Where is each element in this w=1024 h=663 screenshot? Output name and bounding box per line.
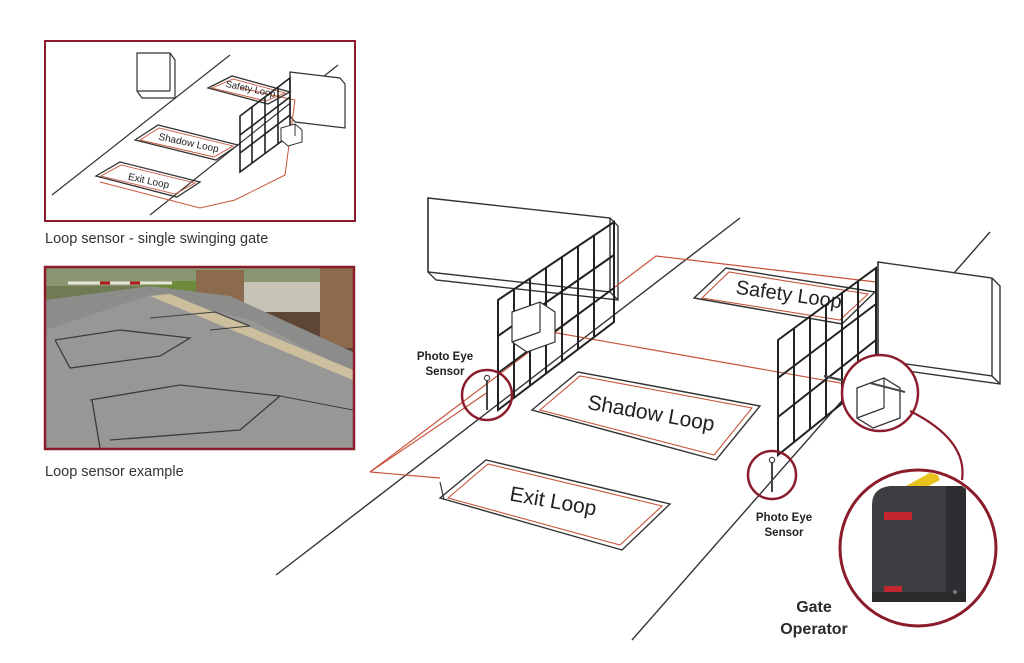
shadow-loop: Shadow Loop — [530, 371, 762, 461]
photo-eye-right-label-2: Sensor — [765, 527, 805, 539]
photo-eye-left — [460, 368, 514, 422]
inset-right-pillar — [289, 71, 346, 129]
gate-operator-photo — [838, 468, 998, 628]
photo-eye-right — [746, 449, 798, 501]
left-gate-operator-box — [511, 301, 556, 353]
gate-operator-label-1: Gate — [796, 599, 832, 616]
inset-left-pillar — [136, 52, 176, 99]
gate-operator-label-2: Operator — [780, 621, 848, 638]
inset-single-gate: Safety Loop Shadow Loop Exit Loop — [44, 40, 356, 222]
road-edge-left — [275, 217, 741, 576]
inset-gate — [239, 76, 291, 174]
photo-eye-left-label-1: Photo Eye — [417, 351, 473, 363]
right-pillar — [877, 261, 1001, 385]
inset-bottom-caption: Loop sensor example — [45, 464, 184, 480]
photo-eye-right-label-1: Photo Eye — [756, 512, 812, 524]
loop-sensor-photo — [43, 265, 356, 451]
exit-loop-label: Exit Loop — [508, 483, 598, 521]
right-gate — [777, 266, 877, 458]
loop-wiring — [369, 255, 881, 479]
exit-loop: Exit Loop — [438, 459, 672, 551]
main-gate-diagram: Safety Loop Shadow Loop Exit Loop — [275, 197, 1001, 641]
inset-top-caption: Loop sensor - single swinging gate — [45, 231, 268, 247]
operator-location-circle — [840, 353, 920, 433]
inset-operator-box — [280, 123, 303, 147]
operator-connector — [909, 410, 964, 481]
left-pillar — [427, 197, 619, 301]
safety-loop: Safety Loop — [692, 267, 877, 325]
photo-eye-left-label-2: Sensor — [426, 366, 466, 378]
